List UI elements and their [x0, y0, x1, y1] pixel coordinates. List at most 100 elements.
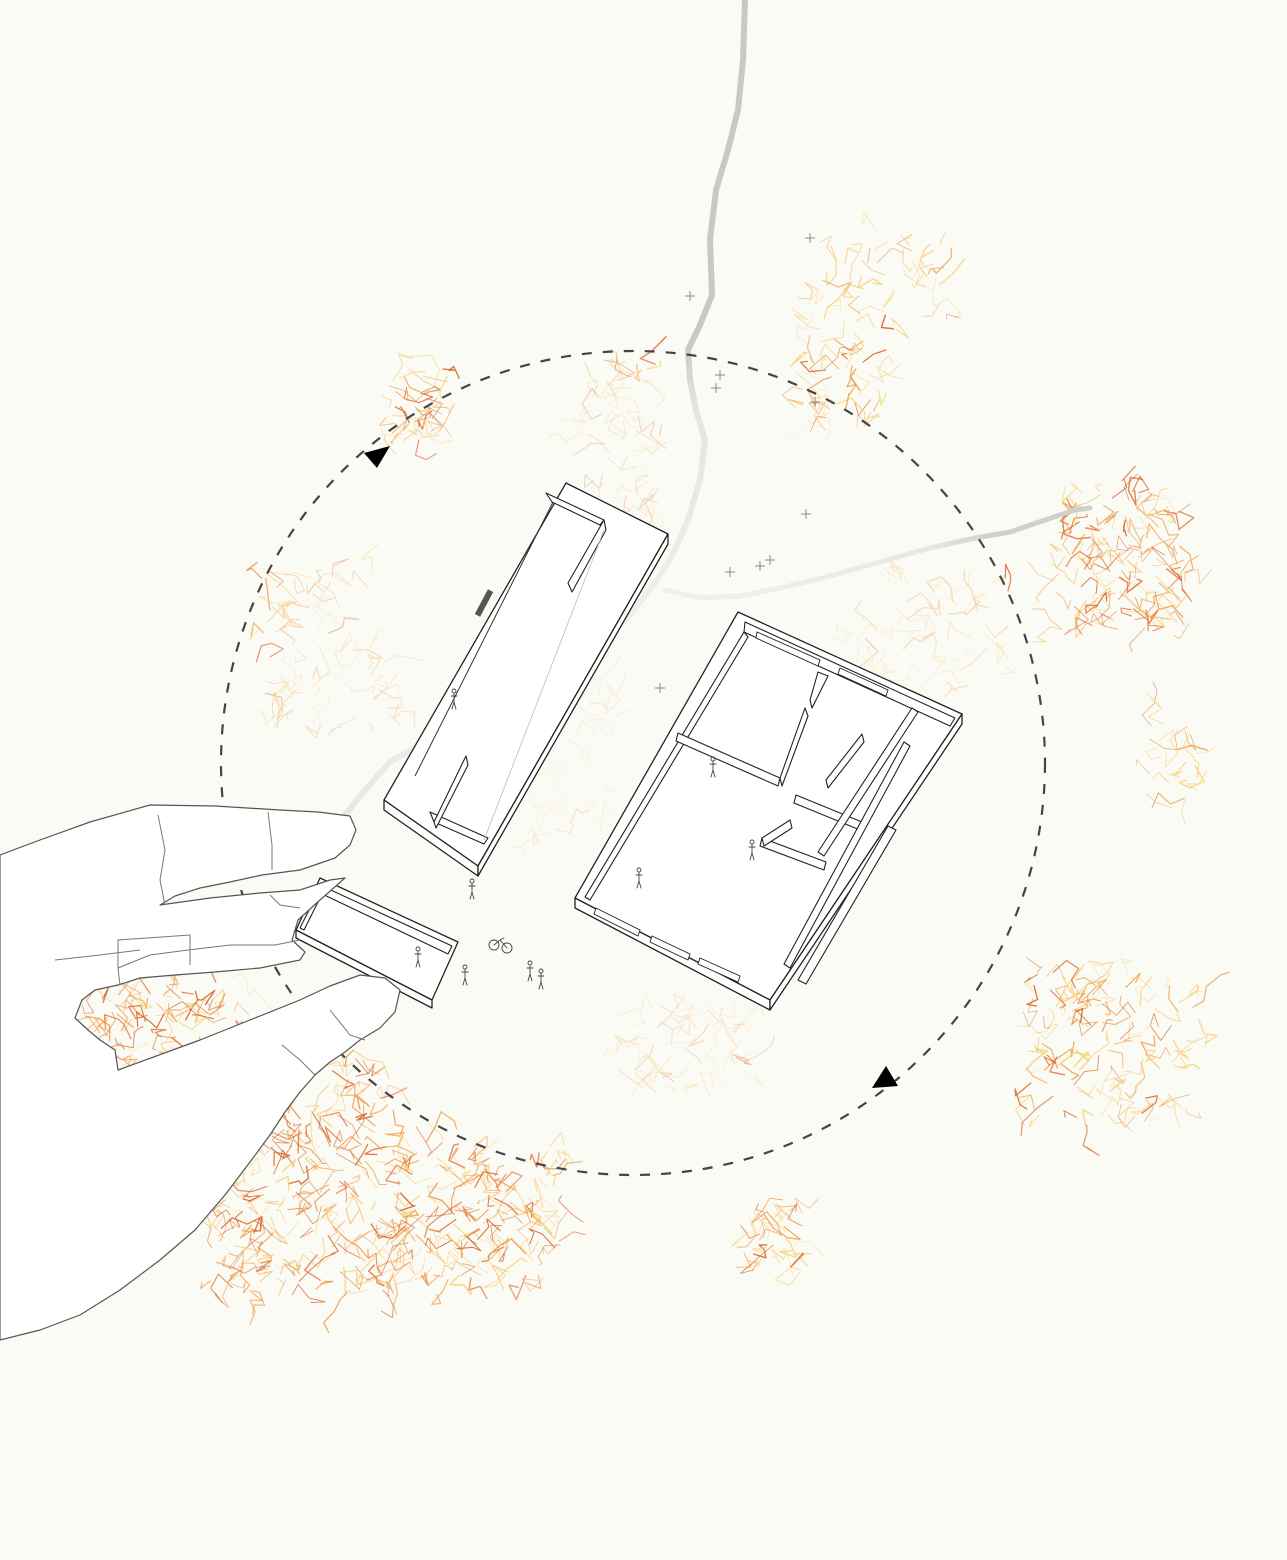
street-line	[1133, 562, 1137, 578]
street-line	[780, 1239, 796, 1258]
street-line	[1186, 1109, 1201, 1118]
street-line	[1072, 495, 1101, 507]
street-line	[1136, 759, 1149, 773]
street-line	[1100, 538, 1113, 551]
street-line	[350, 1290, 368, 1293]
street-line	[1180, 766, 1205, 788]
street-line	[827, 299, 841, 312]
street-line	[1162, 594, 1187, 608]
street-line	[346, 1196, 354, 1211]
street-line	[862, 261, 885, 275]
street-line	[1164, 977, 1172, 986]
street-line	[369, 1265, 384, 1286]
street-line	[1027, 1068, 1047, 1083]
street-line	[299, 1254, 335, 1282]
street-line	[1061, 1064, 1078, 1080]
street-line	[382, 397, 391, 407]
street-line	[1133, 581, 1158, 592]
street-line	[314, 1085, 329, 1112]
street-line	[457, 1242, 462, 1258]
street-line	[1083, 1125, 1099, 1155]
street-line	[863, 350, 886, 362]
street-line	[494, 1235, 500, 1262]
street-line	[324, 1293, 347, 1333]
street-line	[916, 264, 933, 286]
street-line	[1081, 578, 1097, 594]
cross-marker	[805, 233, 815, 243]
street-line	[198, 990, 215, 1004]
street-line	[1088, 961, 1113, 973]
street-line	[1153, 772, 1169, 782]
street-line	[182, 992, 193, 994]
street-line	[237, 1230, 251, 1256]
street-line	[1178, 745, 1207, 750]
street-line	[1193, 972, 1229, 1007]
street-line	[1182, 797, 1186, 824]
street-line	[1166, 544, 1177, 558]
street-line	[539, 1179, 548, 1187]
street-line	[271, 1148, 290, 1166]
street-line	[338, 1176, 360, 1187]
street-line	[447, 1251, 458, 1266]
street-line	[277, 1278, 286, 1296]
street-line	[250, 1290, 262, 1324]
street-line	[791, 1242, 824, 1257]
street-line	[157, 1003, 169, 1015]
street-line	[509, 1276, 526, 1300]
street-line	[346, 1208, 359, 1224]
street-line	[559, 1232, 586, 1241]
street-line	[1180, 1064, 1199, 1068]
street-line	[328, 1236, 338, 1255]
street-line	[115, 1033, 135, 1047]
street-line	[315, 1189, 330, 1211]
street-line	[1126, 973, 1140, 987]
street-line	[478, 1200, 480, 1204]
street-line	[316, 1281, 333, 1289]
street-line	[469, 1278, 487, 1299]
street-line	[877, 248, 903, 263]
street-line	[1172, 1038, 1198, 1062]
street-line	[1099, 612, 1118, 629]
street-line	[868, 248, 870, 263]
street-line	[1175, 762, 1186, 775]
street-line	[1056, 592, 1071, 609]
street-line	[946, 314, 960, 319]
street-line	[1123, 520, 1126, 536]
street-line	[208, 1228, 212, 1248]
street-line	[1120, 577, 1142, 592]
street-line	[892, 319, 909, 339]
street-line	[1093, 965, 1108, 979]
street-line	[1021, 1097, 1053, 1136]
street-line	[462, 1264, 476, 1276]
street-line	[862, 213, 878, 233]
street-line	[1130, 628, 1145, 652]
street-line	[134, 1027, 144, 1033]
street-line	[1114, 1038, 1132, 1044]
street-line	[1135, 987, 1157, 1002]
street-line	[1151, 547, 1175, 574]
street-line	[827, 246, 837, 285]
street-line	[1077, 1087, 1093, 1098]
street-line	[1064, 1111, 1077, 1118]
street-line	[1152, 793, 1184, 808]
street-line	[322, 1204, 336, 1217]
street-line	[283, 1160, 295, 1171]
street-line	[733, 1232, 749, 1246]
street-line	[1146, 748, 1161, 760]
street-line	[365, 1137, 382, 1150]
cross-marker	[685, 291, 695, 301]
street-line	[1051, 553, 1065, 569]
street-line	[1036, 1009, 1055, 1033]
street-line	[1127, 1059, 1143, 1075]
street-line	[854, 332, 865, 353]
street-line	[266, 1201, 283, 1205]
street-line	[1170, 556, 1199, 577]
street-line	[312, 1141, 324, 1154]
street-line	[137, 1012, 164, 1028]
street-line	[416, 1235, 432, 1251]
street-line	[1128, 478, 1142, 506]
street-line	[371, 1202, 375, 1210]
street-line	[903, 269, 936, 291]
street-line	[1047, 964, 1066, 979]
